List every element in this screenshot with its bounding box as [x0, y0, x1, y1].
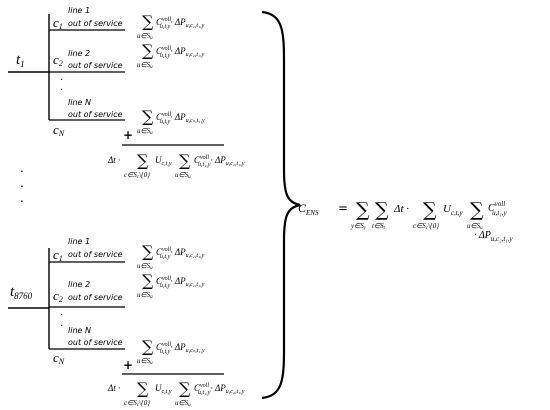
line-label-1: line 1 [68, 6, 90, 15]
case-label-c1: c1 [53, 15, 63, 31]
u-term: Uc,t,y [443, 203, 464, 217]
time-label-t1: t1 [16, 52, 25, 69]
sum-sign: ∑ [423, 199, 437, 221]
delta-t: Δt · [393, 203, 409, 215]
sum-sign: ∑ [142, 337, 154, 356]
sum-sign: ∑ [470, 199, 484, 221]
case-label-c2: c2 [53, 288, 63, 304]
ellipsis-dot: . [20, 161, 24, 175]
tree-bottom: t8760 c1 line 1 out of service c2 line 2… [8, 237, 245, 408]
sum-sign: ∑ [356, 199, 370, 221]
sum-sub: c∈Sc\{0} [124, 171, 150, 180]
tree-top: t1 c1 line 1 out of service c2 line 2 ou… [8, 6, 245, 180]
delta-t: Δt · [107, 155, 120, 165]
curly-brace [261, 10, 301, 400]
sum-sign: ∑ [142, 41, 154, 60]
sum-sub: u∈Su [175, 399, 191, 408]
case-label-c1: c1 [53, 247, 63, 263]
plus-sign: + [123, 358, 133, 372]
sum-sub: y∈Sy [350, 222, 367, 231]
sum-sub: u∈Su [137, 61, 153, 70]
case-label-cn: cN [53, 350, 65, 366]
line-label-1: line 1 [68, 237, 90, 246]
status-label-n: out of service [68, 338, 123, 347]
sum-sign: ∑ [375, 199, 389, 221]
sum-sub: u∈Su [137, 32, 153, 41]
ellipsis-dot: . [60, 307, 63, 318]
ellipsis-dot: . [60, 82, 63, 93]
result-formula: CENS = ∑ y∈Sy ∑ t∈St Δt · ∑ c∈Sc\{0} Uc,… [298, 199, 513, 243]
status-label-n: out of service [68, 110, 123, 119]
sum-sub: u∈Su [175, 171, 191, 180]
line-label-2: line 2 [68, 49, 90, 58]
delta-t: Δt · [107, 383, 120, 393]
ellipsis-dot: . [20, 191, 24, 205]
status-label-2: out of service [68, 293, 123, 302]
status-label-1: out of service [68, 19, 123, 28]
sum-sub: t∈St [372, 222, 386, 231]
delta-p-term: · ΔPu,c₂,t₁,y [474, 230, 513, 243]
plus-sign: + [123, 128, 133, 142]
ellipsis-dot: . [60, 318, 63, 329]
sum-sign: ∑ [142, 242, 154, 261]
u-term: Uc,t,y [155, 155, 172, 167]
sum-sign: ∑ [142, 12, 154, 31]
sum-sign: ∑ [137, 379, 149, 398]
case-label-cn: cN [53, 122, 65, 138]
time-label-t8760: t8760 [10, 284, 33, 301]
sum-sub: u∈Su [137, 291, 153, 300]
sum-sub: u∈Su [467, 222, 483, 231]
sum-sub: u∈Su [137, 127, 153, 136]
c-ens: CENS [298, 201, 319, 217]
sum-sign: ∑ [137, 151, 149, 170]
ellipsis-dot: . [20, 176, 24, 190]
sum-sign: ∑ [179, 151, 191, 170]
sum-sub: u∈Su [137, 357, 153, 366]
status-label-2: out of service [68, 61, 123, 70]
sum-sign: ∑ [142, 107, 154, 126]
sum-sign: ∑ [179, 379, 191, 398]
sum-sign: ∑ [142, 271, 154, 290]
status-label-1: out of service [68, 250, 123, 259]
sum-sub: c∈Sc\{0} [124, 399, 150, 408]
line-label-n: line N [68, 326, 91, 335]
sum-sub: c∈Sc\{0} [413, 222, 439, 231]
line-label-2: line 2 [68, 280, 90, 289]
case-label-c2: c2 [53, 52, 63, 68]
equals-sign: = [338, 201, 348, 215]
line-label-n: line N [68, 98, 91, 107]
ellipsis-dot: . [60, 72, 63, 83]
sum-sub: u∈Su [137, 262, 153, 271]
u-term: Uc,t,y [155, 383, 172, 395]
